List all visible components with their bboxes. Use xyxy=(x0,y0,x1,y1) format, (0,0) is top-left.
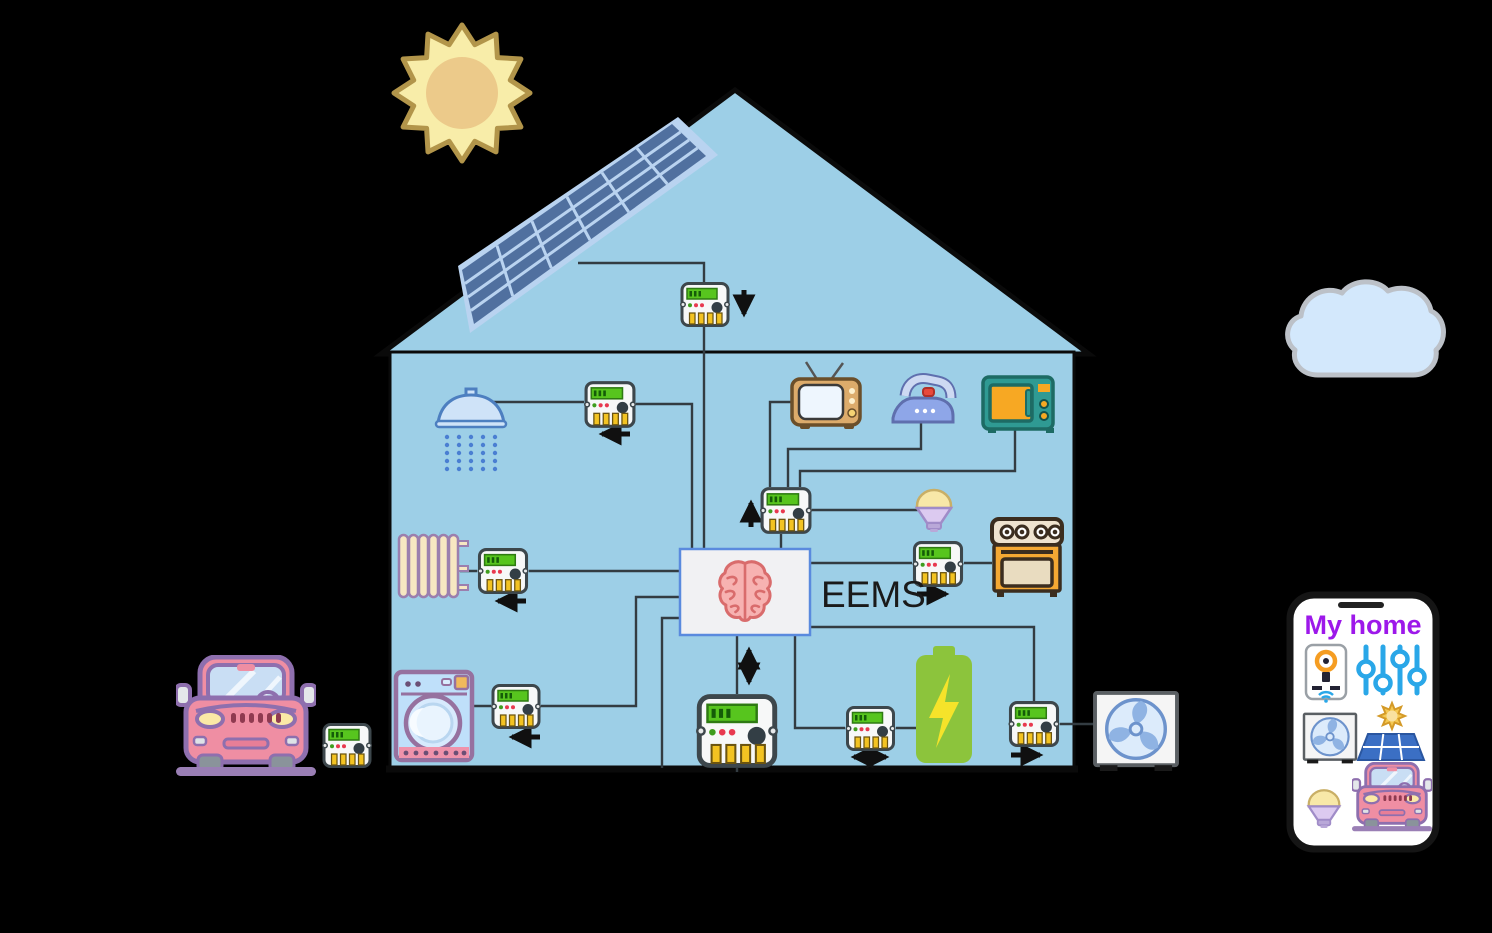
air-conditioner-icon xyxy=(1302,712,1358,764)
washing-machine-icon xyxy=(393,669,475,763)
phone-app-title: My home xyxy=(1304,610,1421,640)
cloud-icon xyxy=(1285,279,1446,378)
wire-segment xyxy=(810,625,1036,701)
wire-segment xyxy=(541,595,680,708)
iron-icon xyxy=(891,373,957,424)
electric-car-icon xyxy=(176,657,316,776)
wiring xyxy=(460,261,1094,772)
microwave-icon xyxy=(981,375,1055,433)
wire-segment xyxy=(768,400,795,487)
smartphone: My home xyxy=(1286,591,1440,853)
radiator-meter xyxy=(477,548,529,594)
smart-plug-icon xyxy=(1304,643,1348,703)
sun-icon xyxy=(391,22,533,164)
radiator-icon xyxy=(397,533,469,599)
tv-icon xyxy=(790,361,862,429)
house xyxy=(373,86,1097,773)
wire-segment xyxy=(793,635,845,730)
eems-box xyxy=(678,547,812,637)
flow-arrows xyxy=(494,290,1044,769)
brain-icon xyxy=(718,560,772,622)
stove-icon xyxy=(990,517,1064,597)
wire-segment xyxy=(786,422,923,487)
ev-charger-meter xyxy=(322,723,372,768)
fan-meter xyxy=(1008,701,1060,747)
shower-icon xyxy=(434,387,508,472)
washing-machine-meter xyxy=(491,684,541,729)
battery-meter xyxy=(845,706,896,751)
shower-meter xyxy=(584,381,636,428)
phone-speaker xyxy=(1338,602,1384,608)
wire-segment xyxy=(636,402,694,549)
battery-icon xyxy=(916,646,972,763)
sliders-icon xyxy=(1356,644,1427,696)
sun-solar-panel-icon xyxy=(1356,700,1426,761)
wire-segment xyxy=(798,427,1017,487)
solar-panel-icon xyxy=(458,117,718,333)
wire-segment xyxy=(578,261,706,282)
fan-icon xyxy=(1093,690,1179,772)
plug-loads-meter xyxy=(760,487,812,534)
solar-generation-meter xyxy=(680,282,730,327)
main-meter xyxy=(697,697,777,766)
wire-segment xyxy=(660,616,680,768)
eems-label: EEMS xyxy=(821,574,926,615)
